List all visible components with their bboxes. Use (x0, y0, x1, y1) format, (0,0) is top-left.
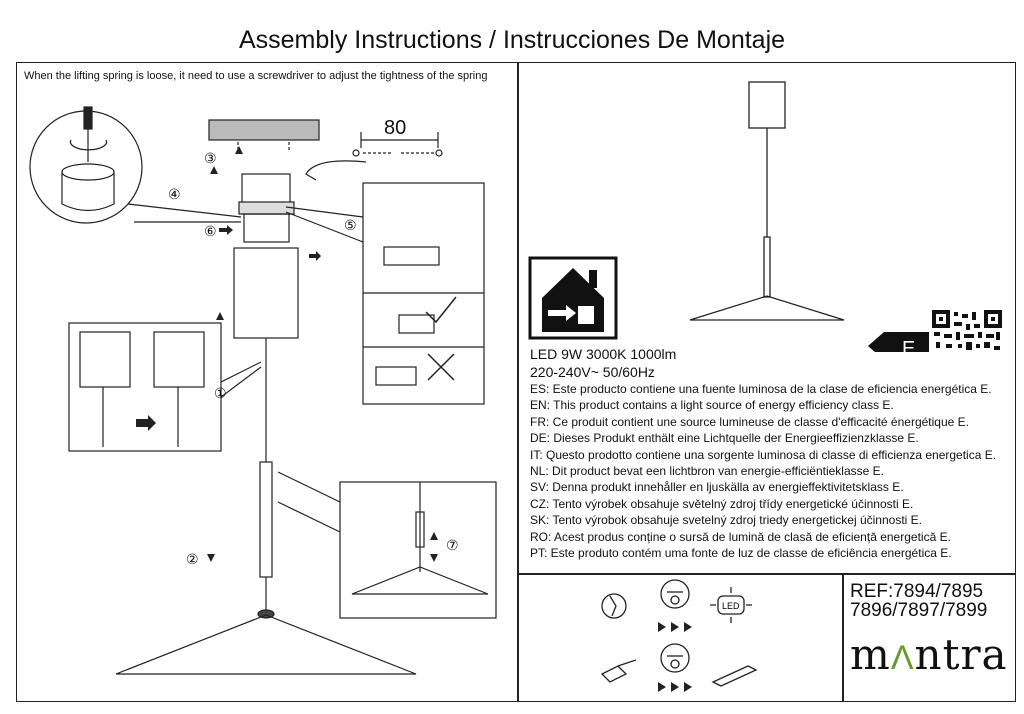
statement-sk: SK: Tento výrobok obsahuje svetelný zdro… (530, 513, 922, 528)
energy-class-arrow: E (868, 332, 929, 352)
shade (115, 614, 417, 675)
product-drawing: E (528, 81, 1002, 352)
led-badge-text: LED (722, 601, 740, 611)
statement-en: EN: This product contains a light source… (530, 398, 894, 413)
spring-cylinder (61, 163, 115, 212)
broken-led-icon (601, 593, 627, 619)
energy-info: LED 9W 3000K 1000lm 220-240V~ 50/60Hz ES… (530, 345, 1010, 561)
canopy-top (243, 213, 290, 243)
step7-label: ⑦ (446, 537, 459, 553)
page-title: Assembly Instructions / Instrucciones De… (238, 26, 786, 54)
divider-vertical (517, 62, 519, 702)
technician-icon-bottom (660, 643, 690, 673)
canopy (233, 247, 299, 339)
product-tube (763, 236, 771, 298)
step6-label: ⑥ (204, 223, 217, 239)
cross-icon (427, 353, 455, 381)
qr-code-icon (932, 310, 1002, 352)
step5-label: ⑤ (344, 217, 357, 233)
statement-cz: CZ: Tento výrobek obsahuje světelný zdro… (530, 496, 914, 511)
step3-label: ③ (204, 150, 217, 166)
step1-detail (68, 322, 222, 452)
step2-label: ② (186, 551, 199, 567)
rotate-arrow-icon (69, 139, 108, 151)
brand-logo-ntra: ntra (914, 630, 1008, 679)
dimension-value: 80 (384, 117, 406, 139)
ref-line-1: REF:7894/7895 (850, 581, 984, 602)
statement-it: IT: Questo prodotto contiene una sorgent… (530, 447, 997, 462)
product-canopy (748, 81, 786, 129)
statement-de: DE: Dieses Produkt enthält eine Lichtque… (530, 431, 919, 446)
statement-nl: NL: Dit product bevat een lichtbron van … (530, 464, 884, 479)
instruction-frame (16, 62, 1016, 702)
screwdriver-icon (83, 106, 93, 162)
statement-fr: FR: Ce produit contient une source lumin… (530, 414, 969, 429)
spring-tube (259, 461, 273, 578)
triple-arrow-bottom (658, 682, 692, 692)
triple-arrow-top (658, 622, 692, 632)
led-spec: LED 9W 3000K 1000lm (530, 346, 677, 362)
divider-ref (842, 573, 844, 702)
spring-note: When the lifting spring is loose, it nee… (24, 70, 488, 82)
step7-detail (339, 481, 497, 619)
divider-horizontal (517, 573, 1016, 575)
assembly-diagram: ③ ④ ⑤ ⑥ ① ② ⑦ 80 (29, 106, 497, 675)
energy-class-letter: E (902, 338, 915, 352)
reference-number: REF:7894/7895 7896/7897/7899 (850, 582, 987, 620)
ceiling-block (208, 119, 320, 141)
step1-label: ① (214, 385, 227, 401)
step4-label: ④ (168, 186, 181, 202)
curved-arrow-icon (305, 160, 367, 181)
brand-logo: mΛntra (850, 630, 1008, 679)
check-icon (425, 296, 457, 324)
led-module-icon (710, 587, 752, 623)
statement-ro: RO: Acest produs conține o sursă de lumi… (530, 529, 951, 544)
ref-line-2: 7896/7897/7899 (850, 600, 988, 621)
statement-es: ES: Este producto contiene una fuente lu… (530, 382, 992, 396)
statement-sv: SV: Denna produkt innehåller en ljuskäll… (530, 480, 904, 495)
product-shade (689, 295, 845, 321)
replacement-icons: LED (600, 579, 758, 692)
brand-logo-m: m (850, 630, 891, 679)
driver-broken-icon (600, 659, 637, 683)
voltage-spec: 220-240V~ 50/60Hz (530, 364, 655, 380)
statement-pt: PT: Este produto contém uma fonte de luz… (530, 546, 952, 561)
technician-icon-top (660, 579, 690, 609)
driver-icon (711, 665, 758, 687)
indoor-house-icon (528, 256, 618, 340)
brand-logo-mark: Λ (890, 639, 915, 677)
